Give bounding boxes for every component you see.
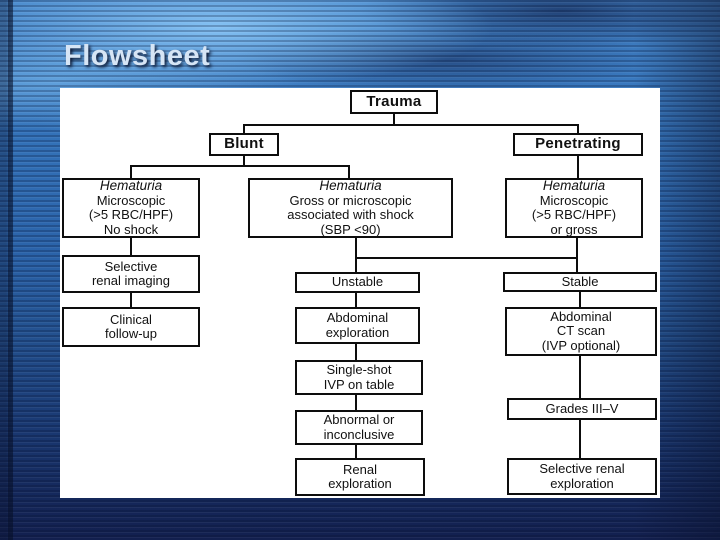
- slide-title: Flowsheet: [64, 40, 211, 72]
- node-abdominal-ct-scan: Abdominal CT scan (IVP optional): [505, 307, 657, 356]
- node-label: Single-shot IVP on table: [323, 362, 395, 392]
- node-trauma: Trauma: [350, 90, 438, 114]
- node-label: Unstable: [331, 274, 384, 290]
- node-hematuria-gross-shock: Hematuria Gross or microscopic associate…: [248, 178, 453, 238]
- connector-line: [579, 292, 581, 307]
- node-label: Trauma: [366, 92, 422, 110]
- node-selective-renal-exploration: Selective renal exploration: [507, 458, 657, 495]
- node-label: Selective renal imaging: [91, 258, 171, 288]
- node-grades-iii-v: Grades III–V: [507, 398, 657, 420]
- node-title: Hematuria: [319, 178, 382, 193]
- node-clinical-followup: Clinical follow-up: [62, 307, 200, 347]
- connector-line: [355, 395, 357, 410]
- node-blunt: Blunt: [209, 133, 279, 156]
- left-accent-band: [8, 0, 13, 540]
- connector-line: [577, 124, 579, 133]
- node-hematuria-blunt-microscopic: Hematuria Microscopic (>5 RBC/HPF) No sh…: [62, 178, 200, 238]
- flowchart-panel: Trauma Blunt Penetrating Hematuria Micro…: [60, 88, 660, 498]
- node-hematuria-penetrating: Hematuria Microscopic (>5 RBC/HPF) or gr…: [505, 178, 643, 238]
- connector-line: [355, 293, 357, 307]
- node-label: Abdominal exploration: [325, 310, 390, 340]
- connector-line: [579, 356, 581, 398]
- node-label: Penetrating: [535, 135, 621, 153]
- node-label: Abnormal or inconclusive: [323, 412, 395, 442]
- node-renal-exploration: Renal exploration: [295, 458, 425, 496]
- node-abdominal-exploration: Abdominal exploration: [295, 307, 420, 344]
- node-stable: Stable: [503, 272, 657, 292]
- node-body: Microscopic (>5 RBC/HPF) or gross: [531, 192, 617, 237]
- node-label: Clinical follow-up: [104, 311, 158, 341]
- connector-line: [243, 124, 579, 126]
- connector-line: [393, 114, 395, 126]
- node-single-shot-ivp: Single-shot IVP on table: [295, 360, 423, 395]
- connector-line: [130, 165, 132, 178]
- connector-line: [579, 420, 581, 458]
- node-penetrating: Penetrating: [513, 133, 643, 156]
- node-title: Hematuria: [542, 178, 606, 193]
- node-title: Hematuria: [99, 178, 163, 193]
- node-body: Gross or microscopic associated with sho…: [287, 192, 414, 237]
- node-label: Stable: [561, 273, 599, 289]
- node-abnormal-inconclusive: Abnormal or inconclusive: [295, 410, 423, 445]
- connector-line: [243, 124, 245, 133]
- connector-line: [130, 165, 350, 167]
- connector-line: [576, 238, 578, 272]
- node-selective-renal-imaging: Selective renal imaging: [62, 255, 200, 293]
- connector-line: [577, 156, 579, 178]
- node-label: Abdominal CT scan (IVP optional): [541, 308, 621, 353]
- node-body: Microscopic (>5 RBC/HPF) No shock: [88, 192, 174, 237]
- node-unstable: Unstable: [295, 272, 420, 293]
- connector-line: [355, 344, 357, 360]
- node-label: Selective renal exploration: [539, 461, 625, 491]
- connector-line: [355, 445, 357, 458]
- node-label: Grades III–V: [545, 400, 619, 416]
- node-label: Blunt: [224, 135, 264, 153]
- connector-line: [130, 238, 132, 255]
- connector-line: [355, 238, 357, 272]
- connector-line: [355, 257, 578, 259]
- node-label: Renal exploration: [328, 461, 392, 491]
- connector-line: [348, 165, 350, 178]
- connector-line: [243, 156, 245, 166]
- connector-line: [130, 293, 132, 307]
